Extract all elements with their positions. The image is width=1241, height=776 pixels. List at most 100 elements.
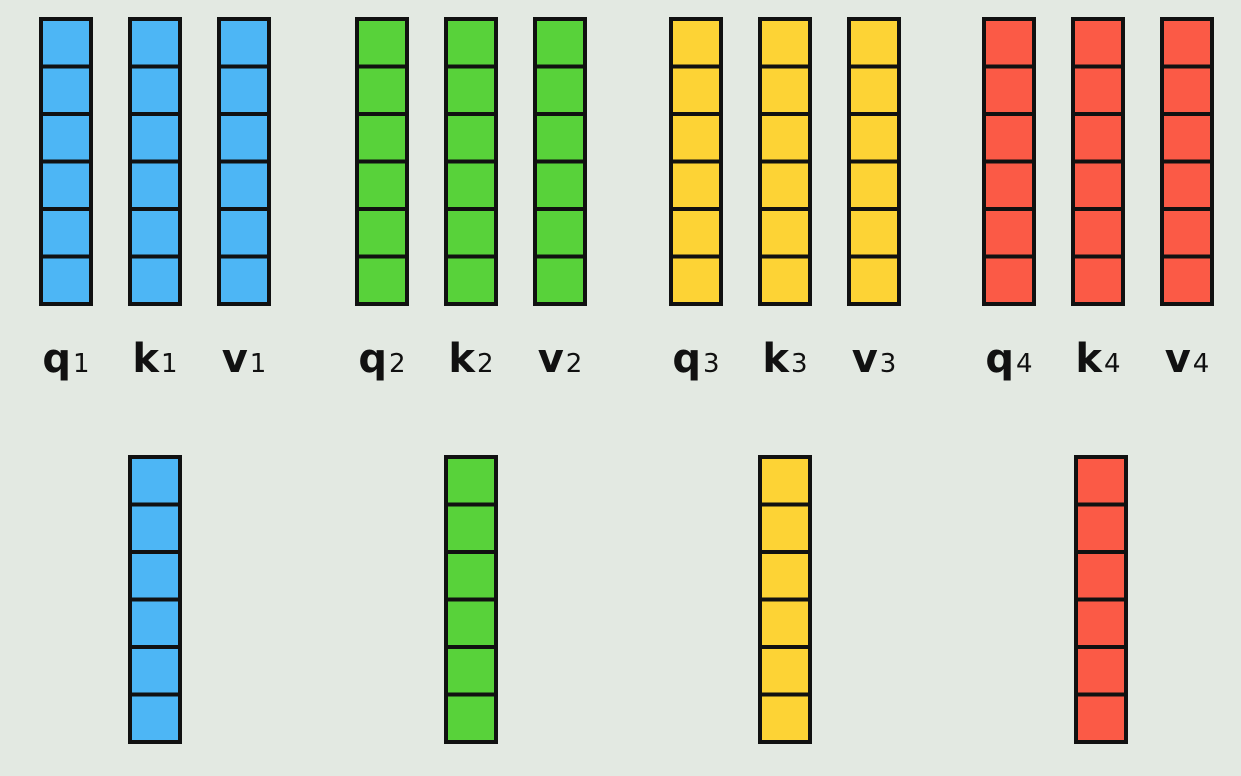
output-vector-3-cell: [758, 455, 812, 507]
label-base: k: [448, 336, 476, 382]
vector-v2-cell: [533, 17, 587, 69]
output-vector-2-cell: [444, 597, 498, 649]
vector-k2-cell: [444, 254, 498, 306]
label-subscript: 3: [791, 349, 808, 379]
vector-v3-cell: [847, 112, 901, 164]
vector-q3-cell: [669, 159, 723, 211]
output-vector-1: [128, 455, 182, 744]
vector-v3-cell: [847, 207, 901, 259]
vector-k1-cell: [128, 254, 182, 306]
vector-k2-cell: [444, 17, 498, 69]
vector-v1-cell: [217, 159, 271, 211]
vector-k4-cell: [1071, 254, 1125, 306]
vector-q1-cell: [39, 254, 93, 306]
vector-v1-cell: [217, 254, 271, 306]
output-vector-1-cell: [128, 645, 182, 697]
label-subscript: 4: [1193, 349, 1210, 379]
output-vector-1-cell: [128, 692, 182, 744]
vector-q2-cell: [355, 159, 409, 211]
output-vector-4: [1074, 455, 1128, 744]
vector-v3-cell: [847, 159, 901, 211]
vector-k1-cell: [128, 112, 182, 164]
output-vector-3-cell: [758, 502, 812, 554]
output-vector-2-cell: [444, 502, 498, 554]
output-vector-3: [758, 455, 812, 744]
vector-v3-cell: [847, 254, 901, 306]
vector-q3-cell: [669, 112, 723, 164]
vector-q4-cell: [982, 159, 1036, 211]
vector-k1-cell: [128, 207, 182, 259]
label-subscript: 2: [389, 349, 406, 379]
output-vector-3-cell: [758, 597, 812, 649]
vector-label-v3: v3: [852, 336, 897, 382]
vector-v4: [1160, 17, 1214, 306]
output-vector-4-cell: [1074, 550, 1128, 602]
label-subscript: 4: [1016, 349, 1033, 379]
vector-k4-cell: [1071, 112, 1125, 164]
vector-label-k3: k3: [762, 336, 807, 382]
output-vector-1-cell: [128, 550, 182, 602]
label-base: k: [1075, 336, 1103, 382]
label-subscript: 2: [477, 349, 494, 379]
vector-q2-cell: [355, 254, 409, 306]
label-base: v: [222, 336, 248, 382]
output-vector-2-cell: [444, 455, 498, 507]
vector-v1-cell: [217, 112, 271, 164]
vector-q4-cell: [982, 112, 1036, 164]
vector-label-k1: k1: [132, 336, 177, 382]
vector-label-q2: q2: [358, 336, 405, 382]
vector-q3-cell: [669, 64, 723, 116]
label-base: q: [672, 336, 701, 382]
vector-q4-cell: [982, 207, 1036, 259]
vector-label-q3: q3: [672, 336, 719, 382]
vector-q1-cell: [39, 64, 93, 116]
vector-label-v4: v4: [1165, 336, 1210, 382]
vector-label-v1: v1: [222, 336, 267, 382]
vector-q4: [982, 17, 1036, 306]
output-vector-1-cell: [128, 597, 182, 649]
vector-k3-cell: [758, 17, 812, 69]
vector-k2-cell: [444, 207, 498, 259]
output-vector-3-cell: [758, 645, 812, 697]
vector-k4-cell: [1071, 207, 1125, 259]
vector-label-q4: q4: [985, 336, 1032, 382]
vector-k3-cell: [758, 112, 812, 164]
label-subscript: 1: [250, 349, 267, 379]
vector-v3: [847, 17, 901, 306]
output-vector-4-cell: [1074, 645, 1128, 697]
vector-q1-cell: [39, 207, 93, 259]
label-subscript: 4: [1104, 349, 1121, 379]
vector-v2-cell: [533, 112, 587, 164]
output-vector-4-cell: [1074, 597, 1128, 649]
output-vector-1-cell: [128, 502, 182, 554]
output-vector-4-cell: [1074, 455, 1128, 507]
vector-q3: [669, 17, 723, 306]
vector-v2-cell: [533, 159, 587, 211]
vector-k1-cell: [128, 159, 182, 211]
label-base: v: [852, 336, 878, 382]
vector-k3: [758, 17, 812, 306]
vector-q4-cell: [982, 17, 1036, 69]
vector-v2-cell: [533, 207, 587, 259]
output-vector-3-cell: [758, 692, 812, 744]
vector-v4-cell: [1160, 64, 1214, 116]
label-base: k: [132, 336, 160, 382]
vector-k4: [1071, 17, 1125, 306]
vector-q4-cell: [982, 254, 1036, 306]
vector-label-q1: q1: [42, 336, 89, 382]
vector-k3-cell: [758, 207, 812, 259]
vector-k3-cell: [758, 64, 812, 116]
output-vector-2: [444, 455, 498, 744]
vector-q1: [39, 17, 93, 306]
label-subscript: 1: [73, 349, 90, 379]
vector-k3-cell: [758, 159, 812, 211]
vector-k1: [128, 17, 182, 306]
vector-v1-cell: [217, 207, 271, 259]
vector-v2: [533, 17, 587, 306]
vector-v4-cell: [1160, 17, 1214, 69]
vector-label-k2: k2: [448, 336, 493, 382]
vector-q3-cell: [669, 207, 723, 259]
vector-v1-cell: [217, 64, 271, 116]
label-base: v: [538, 336, 564, 382]
